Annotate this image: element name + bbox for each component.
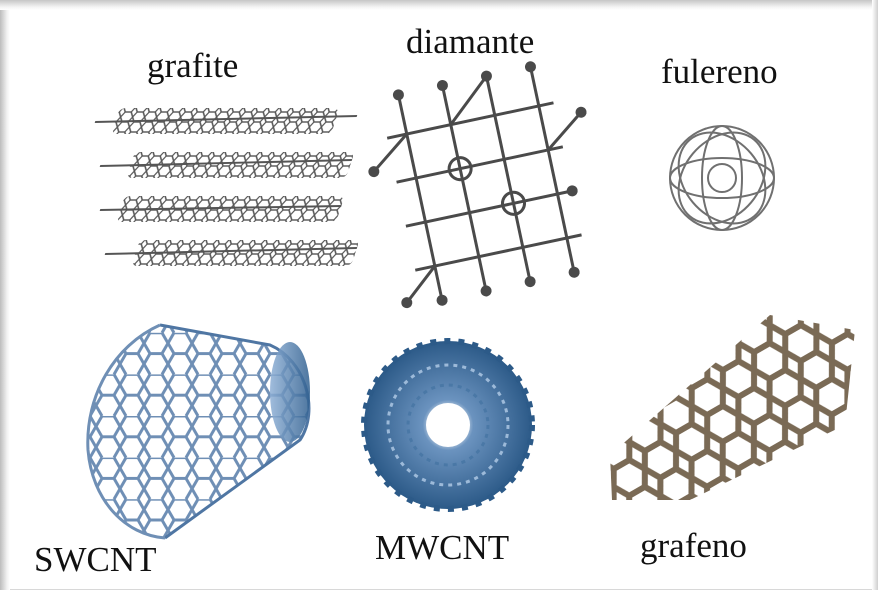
graphene-structure bbox=[610, 315, 855, 500]
graphite-layer bbox=[104, 240, 358, 266]
swcnt-structure bbox=[86, 323, 311, 540]
frame-shadow-left bbox=[0, 0, 10, 590]
diamond-structure bbox=[368, 61, 587, 309]
label-swcnt: SWCNT bbox=[34, 540, 157, 579]
label-diamante: diamante bbox=[406, 22, 535, 61]
frame-shadow-top bbox=[0, 0, 878, 10]
frame-shadow-right bbox=[872, 0, 878, 590]
label-mwcnt: MWCNT bbox=[375, 528, 510, 567]
graphite-structure bbox=[94, 108, 358, 266]
label-grafite: grafite bbox=[147, 46, 239, 85]
graphite-layer bbox=[94, 108, 358, 134]
label-fulereno: fulereno bbox=[661, 52, 778, 91]
fullerene-structure bbox=[669, 125, 775, 231]
label-grafeno: grafeno bbox=[640, 526, 747, 565]
mwcnt-structure bbox=[361, 338, 535, 512]
graphite-layer bbox=[99, 152, 353, 178]
graphite-layer bbox=[99, 196, 343, 222]
